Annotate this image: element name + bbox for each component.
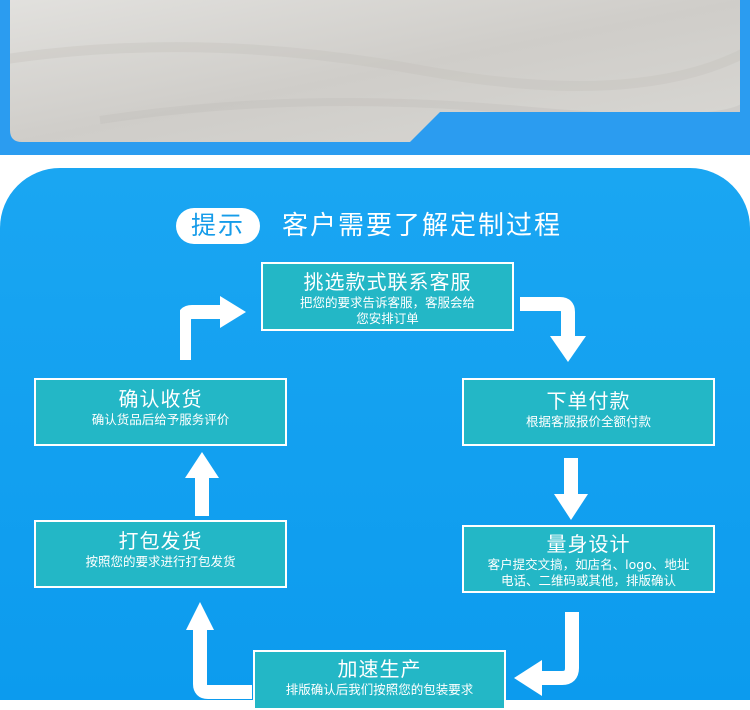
step-title: 下单付款 bbox=[546, 389, 631, 413]
step-title: 挑选款式联系客服 bbox=[303, 270, 472, 294]
step-desc: 客户提交文搞，如店名、logo、地址 bbox=[487, 557, 690, 572]
process-title: 客户需要了解定制过程 bbox=[282, 211, 563, 241]
step-title: 确认收货 bbox=[118, 387, 203, 411]
photo-corner-frame bbox=[0, 0, 750, 155]
bend-left-arrow-icon bbox=[514, 612, 579, 696]
step-packing-shipping: 打包发货 按照您的要求进行打包发货 bbox=[34, 520, 287, 588]
step-title: 加速生产 bbox=[337, 657, 422, 681]
step-production: 加速生产 排版确认后我们按照您的包装要求 bbox=[253, 650, 506, 710]
step-desc: 排版确认后我们按照您的包装要求 bbox=[285, 682, 474, 697]
step-select-style: 挑选款式联系客服 把您的要求告诉客服，客服会给 您安排订单 bbox=[261, 262, 514, 331]
step-custom-design: 量身设计 客户提交文搞，如店名、logo、地址 电话、二维码或其他，排版确认 bbox=[462, 525, 715, 593]
bend-down-arrow-icon bbox=[520, 297, 586, 362]
step-desc: 根据客服报价全额付款 bbox=[525, 414, 651, 429]
up-arrow-icon bbox=[185, 452, 219, 516]
tip-badge: 提示 bbox=[176, 208, 260, 244]
step-desc: 您安排订单 bbox=[356, 311, 419, 326]
step-confirm-receipt: 确认收货 确认货品后给予服务评价 bbox=[34, 378, 287, 446]
up-arrow-icon bbox=[186, 602, 252, 699]
step-order-payment: 下单付款 根据客服报价全额付款 bbox=[462, 378, 715, 446]
step-desc: 按照您的要求进行打包发货 bbox=[85, 554, 236, 569]
step-desc: 电话、二维码或其他，排版确认 bbox=[500, 573, 676, 588]
down-arrow-icon bbox=[554, 458, 588, 520]
step-desc: 把您的要求告诉客服，客服会给 bbox=[299, 295, 475, 310]
step-desc: 确认货品后给予服务评价 bbox=[91, 412, 230, 427]
bend-right-arrow-icon bbox=[180, 296, 246, 360]
step-title: 量身设计 bbox=[546, 532, 631, 556]
step-title: 打包发货 bbox=[118, 529, 203, 553]
